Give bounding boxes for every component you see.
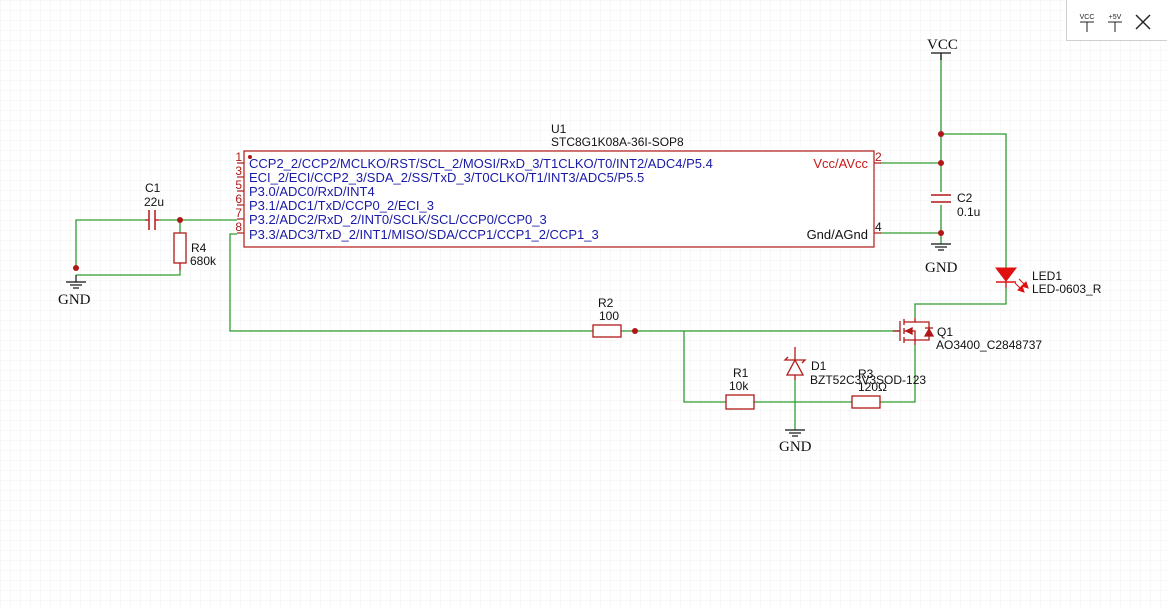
led1-emission-arrows (1014, 278, 1029, 293)
gnd-label-left: GND (58, 292, 91, 308)
plus5v-tool-label: +5V (1109, 14, 1122, 21)
u1-pin-number: 5 (235, 178, 242, 192)
led1-diode[interactable]: LED1 LED-0603_R (994, 267, 1102, 296)
r1-body (725, 394, 755, 410)
u1-pin-name: P3.2/ADC2/RxD_2/INT0/SCLK/SCL/CCP0/CCP0_… (249, 212, 547, 227)
power-symbol-toolbar: VCC +5V (1066, 0, 1167, 41)
junction (73, 265, 79, 271)
r3-body (851, 395, 881, 409)
r4-designator: R4 (191, 241, 207, 255)
wire-pin8-r2[interactable] (229, 233, 593, 332)
u1-designator: U1 (551, 122, 567, 136)
r3-designator: R3 (858, 367, 874, 381)
r4-value: 680k (190, 254, 217, 268)
wire-c1-left-gnd[interactable] (75, 219, 145, 268)
wire-r3-source[interactable] (880, 345, 916, 403)
u1-pin-number: 7 (235, 206, 242, 220)
r2-value: 100 (599, 309, 619, 323)
gnd-symbol-d1[interactable] (785, 429, 805, 437)
u1-pin-number: 2 (875, 150, 882, 164)
wire-gnd-r4-bottom[interactable] (76, 270, 181, 276)
u1-pin-number: 1 (235, 150, 242, 164)
r1-designator: R1 (733, 366, 749, 380)
r4-body (173, 232, 187, 264)
vcc-symbol[interactable] (931, 52, 951, 60)
wire-vcc-led[interactable] (941, 133, 1007, 268)
u1-pin-name-vcc: Vcc/AVcc (813, 156, 868, 171)
u1-pin-name: P3.3/ADC3/TxD_2/INT1/MISO/SDA/CCP1/CCP1_… (249, 227, 599, 242)
c1-designator: C1 (145, 181, 161, 195)
u1-pin-number: 8 (235, 220, 242, 234)
u1-pin-name: CCP2_2/CCP2/MCLKO/RST/SCL_2/MOSI/RxD_3/T… (249, 156, 713, 171)
u1-pin-number: 3 (235, 164, 242, 178)
r3-value: 120Ω (858, 380, 887, 394)
u1-pin-name: ECI_2/ECI/CCP2_3/SDA_2/SS/TxD_3/T0CLKO/T… (249, 170, 644, 185)
no-connect-icon (1135, 14, 1151, 30)
u1-part: STC8G1K08A-36I-SOP8 (551, 135, 684, 149)
gnd-symbol-left[interactable] (66, 275, 86, 289)
junction (938, 131, 944, 137)
u1-pin-name: P3.1/ADC1/TxD/CCP0_2/ECI_3 (249, 198, 434, 213)
q1-arrow (904, 326, 913, 336)
plus5v-tool-button[interactable]: +5V (1103, 10, 1127, 34)
no-connect-tool-button[interactable] (1131, 10, 1155, 34)
junction (632, 328, 638, 334)
vcc-label: VCC (927, 37, 958, 53)
r2-resistor[interactable]: R2 100 (592, 296, 622, 338)
vcc-tool-button[interactable]: VCC (1075, 10, 1099, 34)
c2-value: 0.1u (957, 205, 980, 219)
led1-triangle (994, 267, 1018, 282)
u1-body[interactable] (243, 150, 875, 248)
q1-mosfet[interactable] (893, 318, 935, 345)
q1-body-diode (923, 327, 935, 337)
led1-designator: LED1 (1032, 269, 1062, 283)
junction (177, 217, 183, 223)
junction (938, 230, 944, 236)
r2-body (592, 324, 622, 338)
d1-designator: D1 (811, 359, 827, 373)
r4-resistor[interactable]: R4 680k (173, 232, 217, 270)
power-flag-icon: VCC (1080, 14, 1095, 32)
r1-value: 10k (729, 379, 749, 393)
c2-designator: C2 (957, 191, 973, 205)
vcc-tool-label: VCC (1080, 14, 1095, 21)
u1-pin1-marker (248, 155, 252, 159)
wire-gate-r1[interactable] (683, 331, 726, 403)
gnd-label-c2: GND (925, 260, 958, 276)
junctions (73, 131, 944, 334)
d1-value: BZT52C3V3SOD-123 (810, 373, 926, 387)
c1-value: 22u (144, 195, 164, 209)
gnd-symbol-c2[interactable] (931, 243, 951, 251)
r3-resistor[interactable]: R3 120Ω (851, 367, 887, 409)
r1-resistor[interactable]: R1 10k (725, 366, 755, 410)
c2-capacitor[interactable]: C2 0.1u (931, 191, 980, 219)
u1-pin-name: P3.0/ADC0/RxD/INT4 (249, 184, 375, 199)
junction (938, 160, 944, 166)
u1-pin-name-gnd: Gnd/AGnd (807, 227, 868, 242)
led1-value: LED-0603_R (1032, 282, 1102, 296)
wires (75, 55, 1007, 430)
r2-designator: R2 (598, 296, 614, 310)
power-flag-icon: +5V (1108, 14, 1122, 32)
u1-chip[interactable]: U1 STC8G1K08A-36I-SOP8 1 3 5 6 7 8 CCP2_… (235, 122, 882, 248)
u1-pin-number: 6 (235, 192, 242, 206)
gnd-label-d1: GND (779, 439, 812, 455)
q1-value: AO3400_C2848737 (936, 338, 1042, 352)
q1-designator: Q1 (937, 325, 953, 339)
wire-led-drain[interactable] (914, 288, 1007, 318)
u1-pin-number: 4 (875, 220, 882, 234)
d1-zener[interactable] (783, 347, 807, 380)
c1-capacitor[interactable]: C1 22u (144, 181, 164, 230)
